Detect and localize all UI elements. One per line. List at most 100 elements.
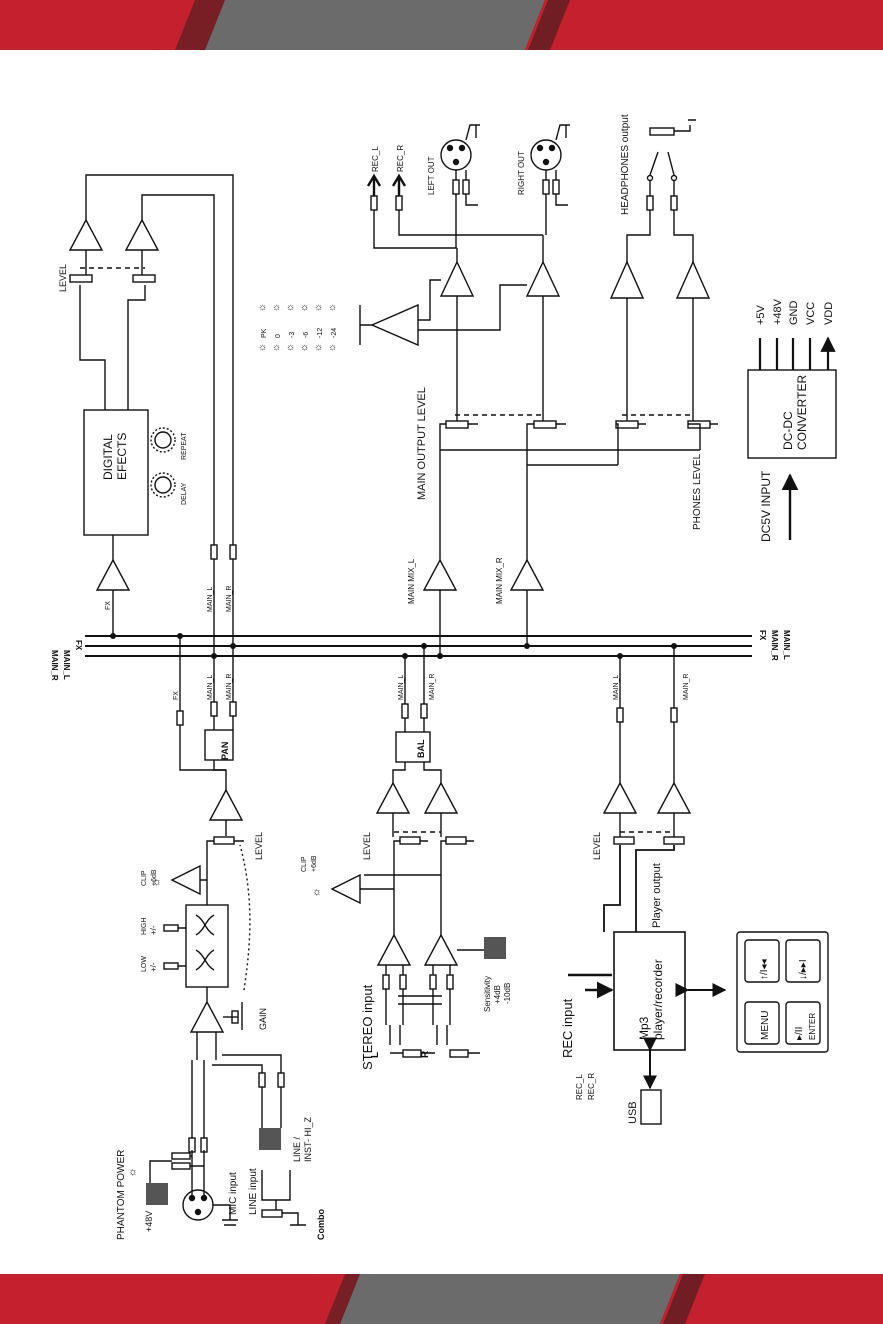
- stereo-clip-label: CLIP: [301, 856, 308, 872]
- high-eq-range: +/-: [149, 925, 158, 935]
- rec-input-label: REC input: [560, 998, 575, 1058]
- main-mix-l-label: MAIN MIX_L: [407, 558, 416, 604]
- converter-title-line2: CONVERTER: [795, 375, 809, 450]
- bal-label: BAL: [416, 739, 426, 758]
- pan-label: PAN: [220, 742, 230, 760]
- mic-main-l-label: MAIN_L: [207, 675, 214, 700]
- meter-label-24: -24: [331, 328, 338, 338]
- svg-text:☼: ☼: [300, 342, 309, 353]
- delay-knob-label: DELAY: [181, 482, 188, 505]
- play-pause-button-label: ▸/II: [794, 1027, 805, 1040]
- clip-db-label: +6dB: [151, 869, 158, 886]
- fx-main-l-label: MAIN_L: [207, 587, 214, 612]
- svg-text:☼: ☼: [258, 302, 267, 313]
- headphones-output-label: HEADPHONES output: [620, 114, 631, 215]
- power-section: [747, 338, 836, 540]
- svg-text:☼: ☼: [258, 342, 267, 353]
- bus-label-main-r: MAIN_R: [50, 650, 59, 681]
- sensitivity-low: -10dB: [503, 983, 512, 1004]
- sensitivity-label: Sensitivity: [483, 976, 492, 1012]
- phantom-voltage-label: +48V: [144, 1211, 154, 1232]
- rail-gnd-label: GND: [788, 301, 800, 326]
- dc-input-label: DC5V INPUT: [759, 470, 773, 542]
- low-eq-range: +/-: [149, 962, 158, 972]
- player-title-line1: Mp3: [637, 1016, 651, 1040]
- clip-label: CLIP: [141, 870, 148, 886]
- rail-vcc-label: VCC: [805, 302, 817, 325]
- svg-text:☼: ☼: [286, 342, 295, 353]
- stereo-right-label: R: [420, 1050, 431, 1058]
- signal-flow-diagram: ☼ ☼ ☼ ☼ ☼ ☼ ☼ ☼ ☼ ☼ ☼ ☼ ☼ ☼ ☼ FX MAIN_R MAIN_L F…: [50, 114, 883, 1240]
- line-inst-label: LINE /: [292, 1136, 302, 1162]
- meter-label-6: -6: [303, 332, 310, 338]
- clip-led-icon: ☼: [152, 876, 162, 888]
- footer-band: [0, 1274, 883, 1324]
- next-button-glyph: ↓/▸▸I: [798, 959, 809, 980]
- menu-button-label: MENU: [760, 1011, 771, 1040]
- svg-text:☼: ☼: [272, 342, 281, 353]
- right-out-label: RIGHT OUT: [517, 151, 526, 195]
- phantom-led-icon: ☼: [128, 1166, 138, 1178]
- phantom-power-label: PHANTOM POWER: [116, 1150, 127, 1240]
- level-label: LEVEL: [254, 832, 264, 860]
- main-output-level-label: MAIN OUTPUT LEVEL: [416, 387, 428, 500]
- svg-text:☼: ☼: [328, 302, 337, 313]
- converter-title-line1: DC-DC: [781, 411, 795, 450]
- stereo-clip-db: +6dB: [311, 855, 318, 872]
- stereo-main-l-label: MAIN_L: [398, 675, 405, 700]
- rail-48v-label: +48V: [772, 298, 784, 325]
- svg-text:☼: ☼: [328, 342, 337, 353]
- output-section: [359, 119, 718, 656]
- mp3-player: [568, 646, 829, 1125]
- bus-label-main-l-right: MAIN_L: [782, 630, 791, 660]
- svg-text:☼: ☼: [314, 302, 323, 313]
- bus-label-fx: FX: [74, 640, 83, 651]
- sensitivity-high: +4dB: [493, 985, 502, 1004]
- svg-text:☼: ☼: [314, 342, 323, 353]
- meter-label-12: -12: [317, 328, 324, 338]
- bus-lines: [85, 635, 752, 657]
- svg-text:☼: ☼: [286, 302, 295, 313]
- repeat-knob-label: REPEAT: [181, 432, 188, 460]
- line-input-label: LINE input: [248, 1168, 259, 1215]
- prev-button-label: ↑/I◂◂: [759, 959, 770, 980]
- rail-vdd-label: VDD: [823, 302, 835, 325]
- left-out-label: LEFT OUT: [427, 156, 436, 195]
- mic-channel: [146, 636, 306, 1226]
- low-eq-label: LOW: [141, 956, 148, 972]
- svg-text:☼: ☼: [300, 302, 309, 313]
- clip-led-icon: ☼: [312, 886, 322, 898]
- player-title-line2: player/recorder: [651, 959, 665, 1040]
- mp3-level-label: LEVEL: [592, 832, 602, 860]
- rec-l-out-label: REC_L: [371, 146, 380, 172]
- stereo-main-r-label: MAIN_R: [429, 674, 436, 700]
- high-eq-label: HIGH: [141, 918, 148, 936]
- effects-level-label: LEVEL: [58, 264, 68, 292]
- inst-hiz-label: INST- HI_Z: [303, 1116, 313, 1162]
- fx-send-label: FX: [173, 691, 180, 700]
- bus-label-main-l: MAIN_L: [62, 650, 71, 680]
- stereo-level-label: LEVEL: [362, 832, 372, 860]
- usb-label: USB: [627, 1101, 639, 1124]
- level-meter: ☼ ☼ ☼ ☼ ☼ ☼ ☼ ☼ ☼ ☼ ☼ ☼: [258, 302, 337, 353]
- effects-title-line2: EFECTS: [115, 433, 129, 480]
- svg-text:☼: ☼: [272, 302, 281, 313]
- digital-effects: [68, 174, 237, 656]
- rail-5v-label: +5V: [755, 304, 767, 325]
- mp3-rec-r-label: REC_R: [587, 1073, 596, 1100]
- meter-label-3: -3: [289, 332, 296, 338]
- effects-title-line1: DIGITAL: [101, 434, 115, 480]
- combo-label: Combo: [316, 1209, 326, 1240]
- mic-main-r-label: MAIN_R: [226, 674, 233, 700]
- rec-r-out-label: REC_R: [396, 145, 405, 172]
- player-output-label: Player output: [651, 863, 663, 928]
- enter-button-label: ENTER: [808, 1013, 817, 1040]
- mp3-main-l-label: MAIN_L: [613, 675, 620, 700]
- header-band: [0, 0, 883, 50]
- mic-input-label: MIC input: [228, 1172, 239, 1215]
- meter-label-pk: PK: [261, 328, 268, 338]
- phones-level-label: PHONES LEVEL: [692, 453, 703, 530]
- main-mix-r-label: MAIN MIX_R: [495, 557, 504, 604]
- fx-bus-label: FX: [105, 601, 112, 610]
- stereo-left-label: L: [370, 1052, 381, 1058]
